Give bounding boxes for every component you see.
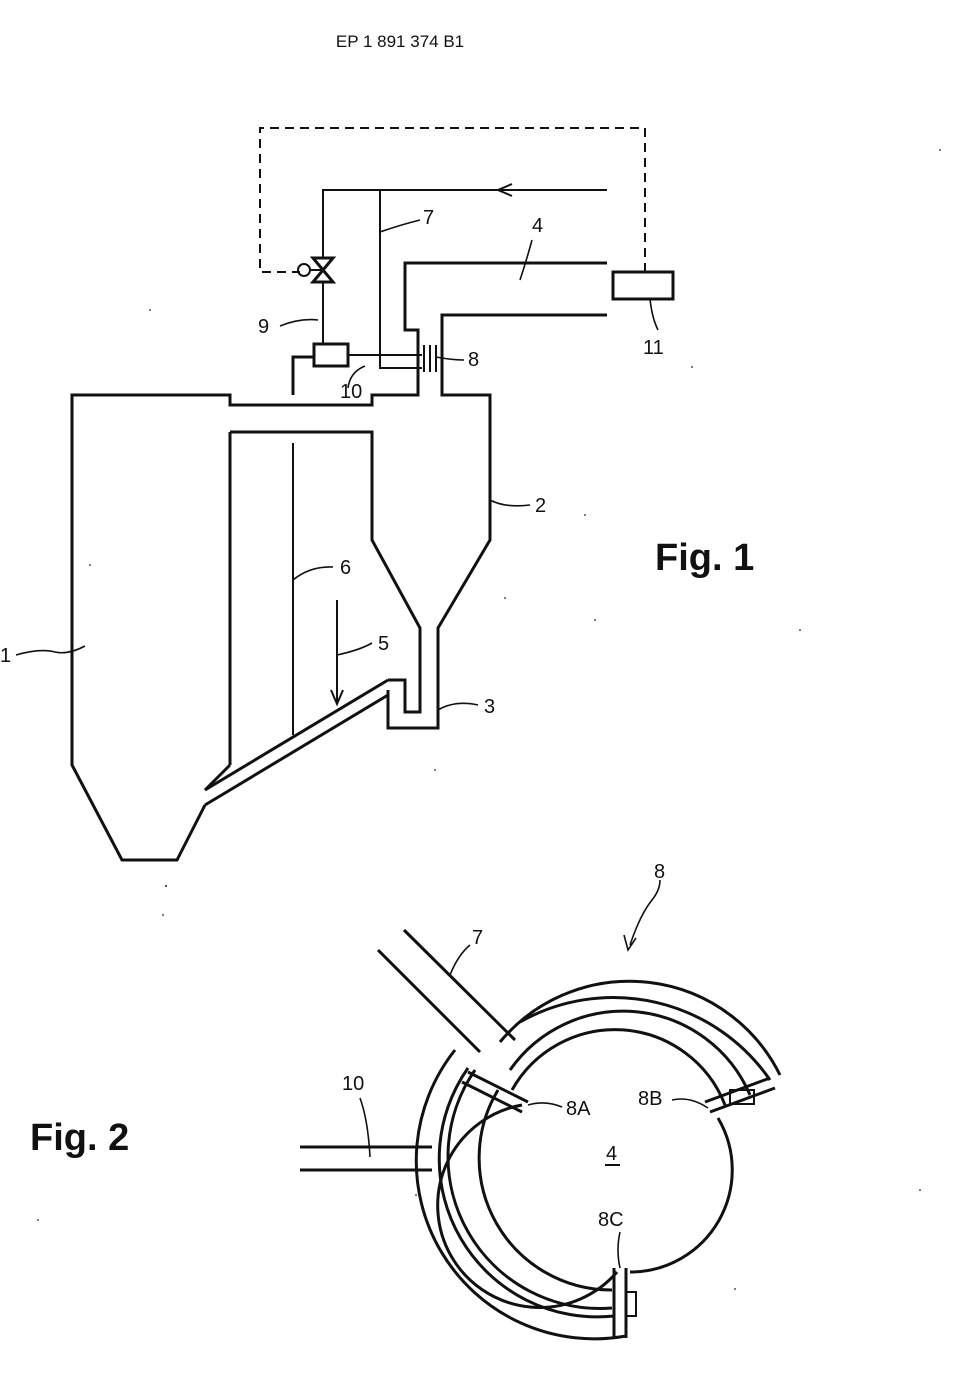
ref-9: 9 (258, 316, 269, 338)
pipe-7 (376, 928, 517, 1054)
leader-fig2-8b (671, 1098, 709, 1109)
ring-channel-2-inner (477, 1089, 613, 1292)
pipe-10 (300, 1145, 432, 1172)
return-leg-3-lower (204, 693, 389, 807)
ref-3: 3 (484, 696, 495, 718)
ring-channel-2-outer (446, 1069, 613, 1310)
outer-ring-top-2 (519, 996, 772, 1081)
ref-2: 2 (535, 495, 546, 517)
ref-fig2-8: 8 (654, 861, 665, 883)
ring-channel-3-inner (437, 1067, 615, 1319)
ref-fig2-7: 7 (472, 927, 483, 949)
leader-3 (437, 702, 479, 711)
ref-fig2-8b: 8B (638, 1088, 662, 1110)
ref-1: 1 (0, 645, 11, 667)
ring-channel-1-inner (510, 1028, 727, 1106)
duct-4 (70, 261, 607, 862)
control-valve-icon (297, 256, 337, 284)
scan-noise (37, 149, 941, 1290)
feed-arrow (495, 183, 513, 197)
ring-channel-3-outer (414, 1049, 627, 1341)
ref-fig2-10: 10 (342, 1073, 364, 1095)
fig-1-title: Fig. 1 (655, 537, 754, 579)
duct-4-section-right (629, 1117, 734, 1274)
line-7 (379, 190, 422, 369)
leader-fig2-8c (617, 1231, 621, 1269)
leader-10 (347, 365, 366, 389)
leader-8 (435, 356, 465, 361)
return-leg-inner (203, 763, 232, 792)
ref-6: 6 (340, 557, 351, 579)
leader-9 (279, 318, 319, 327)
ref-7: 7 (423, 207, 434, 229)
ref-5: 5 (378, 633, 389, 655)
cyclone-inner (230, 430, 422, 714)
leader-fig2-7 (449, 944, 471, 976)
ref-4: 4 (532, 215, 543, 237)
publication-number: EP 1 891 374 B1 (335, 32, 465, 51)
leader-fig2-10 (359, 1097, 371, 1158)
nozzle-8b-icon (704, 1076, 776, 1114)
return-leg-3 (204, 678, 389, 792)
leader-4 (519, 239, 533, 281)
duct-4-lower (386, 313, 607, 730)
distribution-box (312, 342, 350, 368)
feed-line (322, 189, 607, 258)
control-signal-line (259, 127, 646, 273)
ring-channel-1-outer (508, 1009, 752, 1096)
ref-fig2-8c: 8C (598, 1209, 624, 1231)
leader-fig2-8a (527, 1102, 563, 1108)
leader-11 (649, 298, 659, 331)
leader-1 (15, 645, 86, 656)
leader-6 (292, 566, 334, 581)
ref-10: 10 (340, 381, 362, 403)
leader-fig2-8 (629, 879, 661, 946)
figure-2: 7 8 10 8A 8B 8C 4 Fig. 2 (30, 861, 782, 1341)
arrow-fig2-8 (623, 934, 637, 952)
fig-2-title: Fig. 2 (30, 1117, 129, 1159)
sensor-11 (611, 270, 675, 301)
ref-8: 8 (468, 349, 479, 371)
ref-fig2-8a: 8A (566, 1098, 591, 1120)
leader-2 (489, 499, 531, 507)
ref-11: 11 (643, 337, 664, 359)
nozzle-8c-icon (612, 1268, 637, 1338)
figure-1: 1 2 3 4 5 6 7 8 9 10 11 Fig. 1 (0, 127, 754, 862)
leader-5 (336, 642, 373, 656)
leader-7 (379, 219, 421, 233)
nozzle-8a-icon (461, 1070, 529, 1114)
cyclone-2 (291, 355, 314, 395)
duct-4-section (436, 1103, 619, 1309)
ref-fig2-4: 4 (606, 1143, 617, 1165)
outer-ring-top (498, 979, 782, 1076)
flow-arrowhead-5 (330, 689, 344, 707)
